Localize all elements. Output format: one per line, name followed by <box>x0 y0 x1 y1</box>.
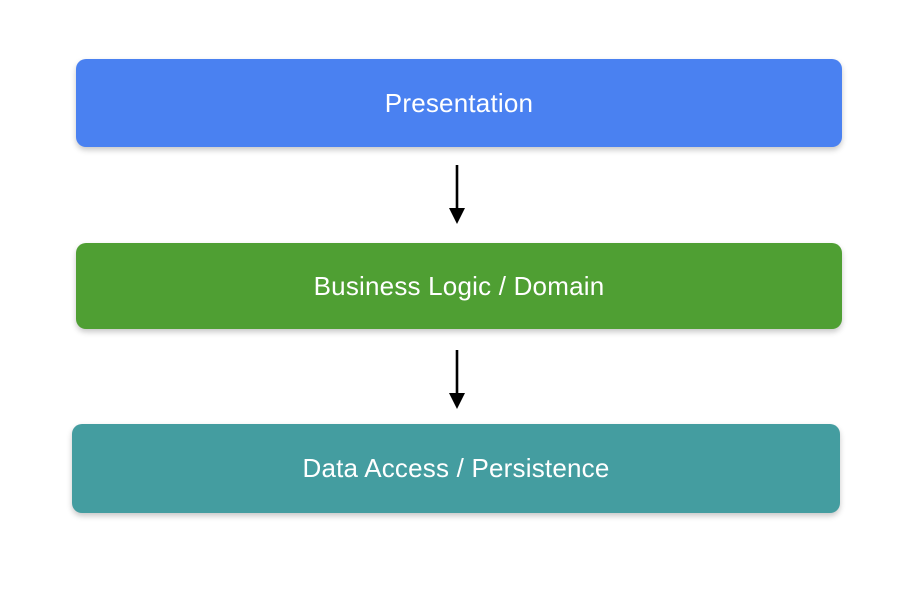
layer-label-business-logic: Business Logic / Domain <box>313 270 605 301</box>
arrow-down-icon <box>449 165 465 224</box>
layer-box-presentation: Presentation <box>76 59 842 147</box>
layer-box-data-access: Data Access / Persistence <box>72 424 840 513</box>
layer-box-business-logic: Business Logic / Domain <box>76 243 842 329</box>
layer-label-data-access: Data Access / Persistence <box>302 453 610 483</box>
arrow-down-icon <box>449 350 465 409</box>
layer-label-presentation: Presentation <box>384 87 534 118</box>
